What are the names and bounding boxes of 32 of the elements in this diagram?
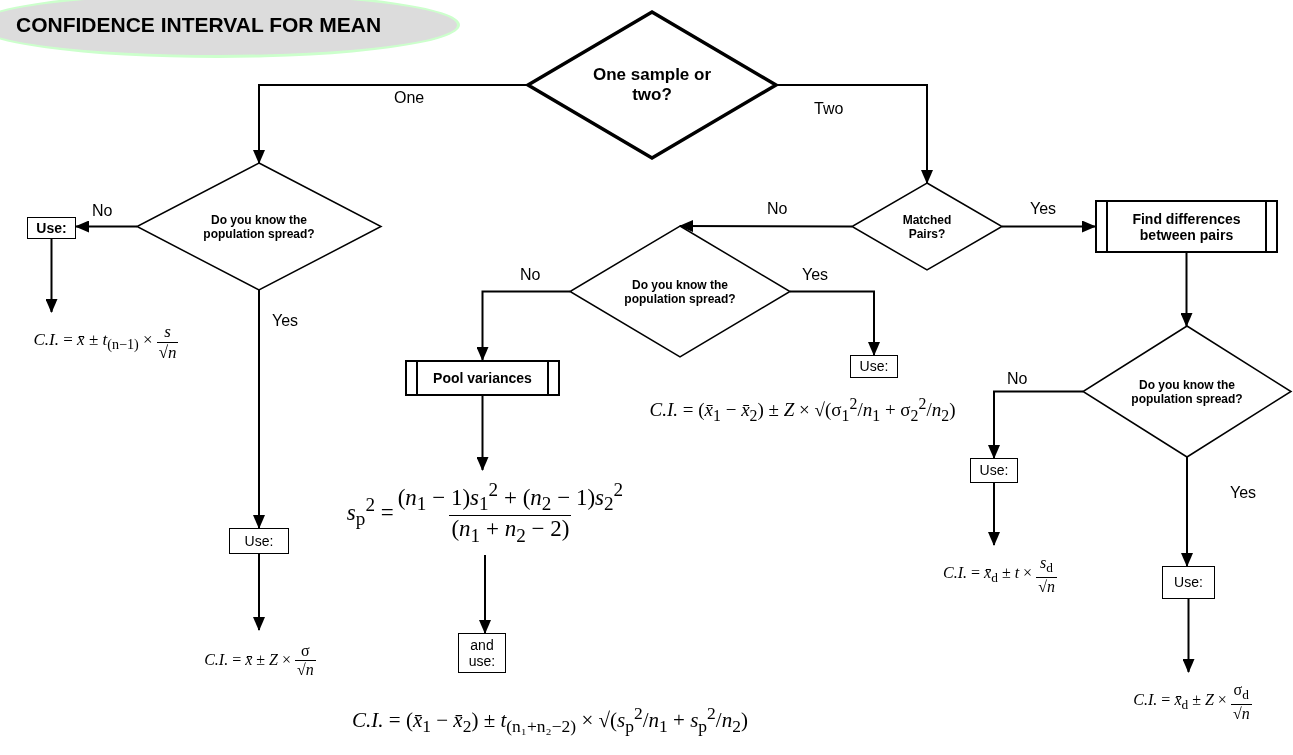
arrow bbox=[679, 220, 853, 233]
formula: C.I. = (x̄$_{1}$ − x̄$_{2}$) ± Z × √(σ$_{1}$$^{2}$/n$_{1}$ + σ$_{2}$$^{2}$/n$_{2}$) bbox=[630, 385, 975, 435]
arrow bbox=[253, 553, 265, 631]
arrow bbox=[789, 290, 880, 356]
arrow bbox=[476, 395, 489, 471]
process-box: and use: bbox=[458, 633, 506, 673]
formula: C.I. = x̄$_{d}$ ± t × s$_{d}$ √n bbox=[915, 545, 1085, 605]
predefined-process-box: Find differences between pairs bbox=[1095, 200, 1278, 253]
arrow bbox=[988, 482, 1000, 546]
predefined-process-box: Pool variances bbox=[405, 360, 560, 396]
title: CONFIDENCE INTERVAL FOR MEAN bbox=[0, 0, 460, 58]
formula: C.I. = (x̄$_{1}$ − x̄$_{2}$) ± t$_{(n₁+n₂−2)}$ × √(s$_{p}$$^{2}$/n$_{1}$ + s$_{p}$$^{2}$/n$_{2}$) bbox=[320, 690, 780, 750]
arrow bbox=[1181, 456, 1193, 567]
process-box: Use: bbox=[27, 217, 76, 239]
arrow bbox=[253, 289, 265, 529]
arrow bbox=[75, 220, 138, 233]
process-box: Use: bbox=[229, 528, 289, 554]
arrow bbox=[1180, 252, 1193, 327]
arrow bbox=[988, 390, 1084, 459]
formula: C.I. = x̄$_{d}$ ± Z × σ$_{d}$ √n bbox=[1095, 672, 1290, 732]
arrow bbox=[1001, 220, 1096, 233]
process-box: Use: bbox=[970, 458, 1018, 483]
decision-diamond: Do you know the population spread? bbox=[570, 226, 790, 357]
arrow bbox=[45, 238, 58, 313]
arrow bbox=[476, 290, 571, 361]
decision-diamond: Do you know the population spread? bbox=[137, 163, 381, 290]
decision-diamond: Do you know the population spread? bbox=[1083, 326, 1291, 457]
process-box: Use: bbox=[1162, 566, 1215, 599]
arrow bbox=[1182, 598, 1195, 673]
process-box: Use: bbox=[850, 355, 898, 378]
decision-diamond: Matched Pairs? bbox=[852, 183, 1002, 270]
arrow bbox=[479, 554, 491, 634]
